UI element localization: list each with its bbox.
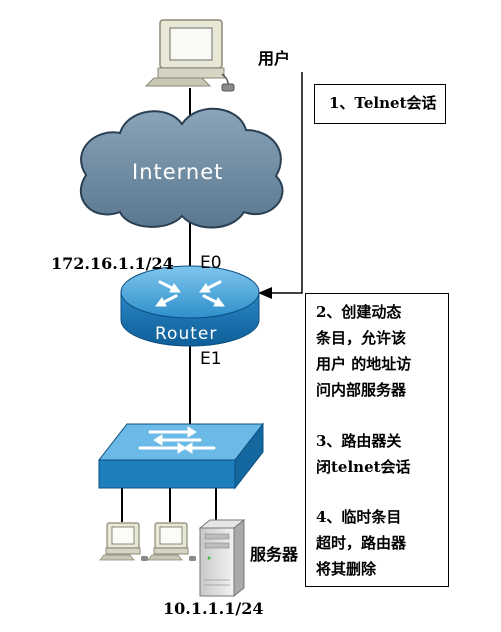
step1-text: 1、Telnet会话 (329, 94, 437, 112)
steps-box: 2、创建动态 条目，允许该 用户 的地址访 问内部服务器 3、路由器关 闭tel… (305, 293, 449, 587)
server-label: 服务器 (250, 545, 299, 564)
ip-e0-label: 172.16.1.1/24 (51, 254, 174, 273)
internet-label: Internet (132, 160, 224, 184)
pc-1-icon (99, 522, 148, 561)
telnet-path-line (272, 72, 303, 294)
step3-line-1: 3、路由器关 (316, 432, 402, 450)
user-computer-icon (144, 19, 235, 92)
internet-cloud-icon (79, 107, 284, 229)
step2-line-3: 用户 的地址访 (316, 355, 412, 373)
telnet-arrowhead (258, 287, 272, 299)
e0-interface-label: E0 (200, 253, 222, 273)
router-icon (120, 265, 260, 347)
step2-line-4: 问内部服务器 (316, 381, 407, 399)
e1-interface-label: E1 (200, 349, 222, 369)
user-label: 用户 (258, 49, 291, 68)
step2-line-2: 条目，允许该 (316, 329, 407, 347)
router-label: Router (155, 324, 218, 344)
step4-line-1: 4、临时条目 (316, 508, 402, 526)
step4-line-3: 将其删除 (316, 560, 377, 578)
step1-box: 1、Telnet会话 (314, 84, 446, 124)
server-icon (198, 518, 246, 598)
switch-icon (97, 422, 265, 490)
ip-server-label: 10.1.1.1/24 (163, 599, 264, 618)
pc-2-icon (147, 522, 196, 561)
step3-line-2: 闭telnet会话 (316, 458, 411, 476)
step2-line-1: 2、创建动态 (316, 303, 402, 321)
step4-line-2: 超时，路由器 (316, 534, 407, 552)
